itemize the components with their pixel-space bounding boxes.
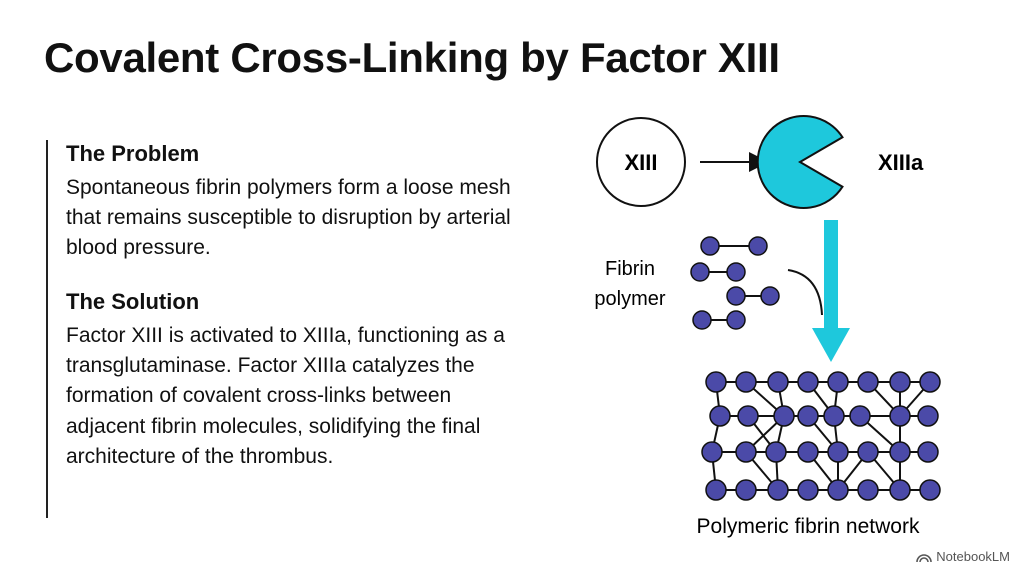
- fibrin-monomer: [692, 310, 746, 330]
- network-node: [917, 405, 939, 427]
- catalysis-arrow-shaft: [824, 220, 838, 332]
- slide-title: Covalent Cross-Linking by Factor XIII: [44, 34, 780, 81]
- network-node: [849, 405, 871, 427]
- network-node: [889, 479, 911, 501]
- network-node: [919, 371, 941, 393]
- fibrin-node: [692, 310, 712, 330]
- network-node: [857, 441, 879, 463]
- fibrin-node: [726, 286, 746, 306]
- problem-heading: The Problem: [66, 141, 200, 166]
- network-node: [737, 405, 759, 427]
- solution-heading: The Solution: [66, 288, 200, 314]
- fibrin-monomer: [700, 236, 768, 256]
- network-node: [827, 441, 849, 463]
- network-node: [889, 405, 911, 427]
- network-node: [735, 479, 757, 501]
- fibrin-monomer: [690, 262, 746, 282]
- fibrin-monomer: [726, 286, 780, 306]
- fibrin-polymer-label-line2: polymer: [594, 288, 665, 310]
- network-node: [797, 441, 819, 463]
- network-node: [827, 371, 849, 393]
- network-node: [823, 405, 845, 427]
- network-node: [857, 479, 879, 501]
- catalysis-arrow-head: [812, 328, 850, 362]
- network-node: [765, 441, 787, 463]
- network-node: [797, 405, 819, 427]
- solution-body: Factor XIII is activated to XIIIa, funct…: [66, 323, 505, 469]
- network-node: [889, 371, 911, 393]
- fibrin-node: [748, 236, 768, 256]
- network-node: [767, 371, 789, 393]
- network-node: [797, 371, 819, 393]
- network-node: [705, 479, 727, 501]
- loose-fibrin-monomers: [690, 236, 780, 330]
- network-node: [919, 479, 941, 501]
- network-node: [767, 479, 789, 501]
- factor-xiii-label: XIII: [624, 150, 657, 175]
- network-node: [827, 479, 849, 501]
- network-label: Polymeric fibrin network: [697, 515, 920, 538]
- fibrin-node: [760, 286, 780, 306]
- fibrin-node: [726, 310, 746, 330]
- watermark: NotebookLM: [916, 549, 1010, 564]
- curved-arrow: [787, 269, 823, 316]
- fibrin-node: [700, 236, 720, 256]
- fibrin-node: [726, 262, 746, 282]
- network-node: [917, 441, 939, 463]
- network-node: [857, 371, 879, 393]
- network-node: [889, 441, 911, 463]
- network-node: [709, 405, 731, 427]
- network-node: [735, 371, 757, 393]
- problem-section: The Problem Spontaneous fibrin polymers …: [66, 140, 536, 264]
- fibrin-network-nodes: [701, 371, 941, 501]
- factor-xiii-circle: [596, 117, 686, 207]
- watermark-text: NotebookLM: [936, 549, 1010, 564]
- network-node: [735, 441, 757, 463]
- network-node: [701, 441, 723, 463]
- factor-xiiia-enzyme-icon: [756, 115, 844, 209]
- fibrin-network-crosslinks: [711, 381, 931, 491]
- factor-xiiia-label: XIIIa: [878, 150, 924, 175]
- network-node: [773, 405, 795, 427]
- problem-body: Spontaneous fibrin polymers form a loose…: [66, 175, 511, 260]
- fibrin-polymer-label-line1: Fibrin: [605, 258, 655, 280]
- factor-xiii-diagram: XIII XIIIa Fibrin polymer Polymeric fibr…: [594, 115, 941, 538]
- notebooklm-logo-icon: [916, 553, 933, 562]
- solution-section: The Solution Factor XIII is activated to…: [66, 288, 536, 473]
- text-panel: The Problem Spontaneous fibrin polymers …: [46, 140, 536, 518]
- fibrin-node: [690, 262, 710, 282]
- network-node: [705, 371, 727, 393]
- network-node: [797, 479, 819, 501]
